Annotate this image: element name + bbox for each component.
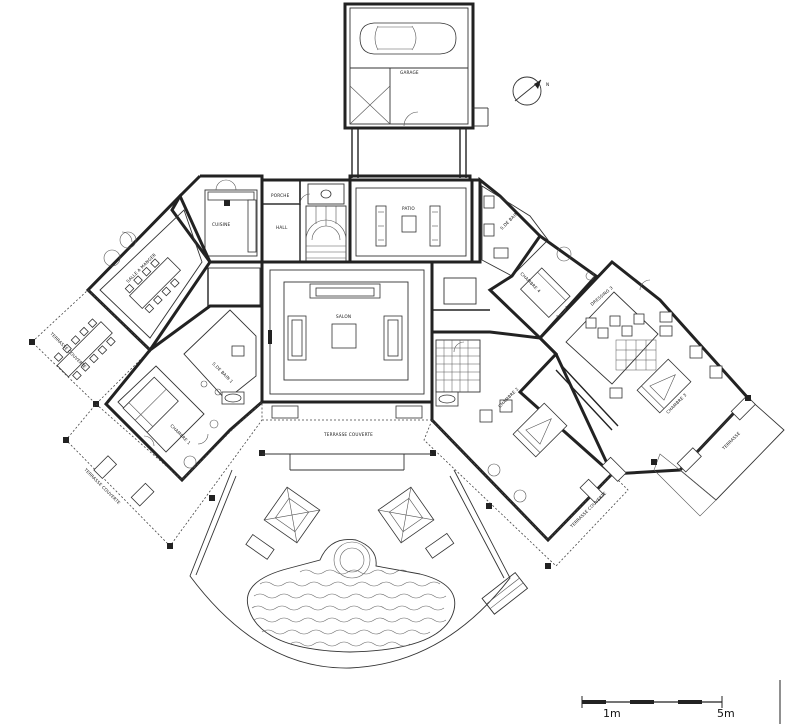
label-terrasse-main: TERRASSE COUVERTE bbox=[323, 432, 373, 437]
label-terrasse-se: TERRASSE COUVERTE bbox=[568, 490, 607, 529]
scale-label-5m: 5m bbox=[717, 707, 735, 720]
dressing-racks bbox=[585, 311, 673, 339]
scale-bar: 1m 5m bbox=[581, 680, 781, 724]
pool-deck bbox=[189, 469, 529, 669]
label-patio: PATIO bbox=[402, 206, 415, 211]
label-porche: PORCHE bbox=[271, 193, 290, 198]
label-salon: SALON bbox=[336, 314, 351, 319]
car-icon bbox=[359, 22, 457, 55]
label-chambre-1: CHAMBRE 1 bbox=[169, 423, 192, 446]
label-hall: HALL bbox=[276, 225, 288, 230]
label-sdb-4: S.DE BAIN bbox=[499, 211, 519, 231]
label-sdb-1: S.DE BAIN 1 bbox=[211, 361, 234, 384]
label-terrasse-e: TERRASSE bbox=[720, 431, 741, 452]
pool-water bbox=[251, 541, 447, 647]
door-swings bbox=[121, 231, 651, 447]
right-wing: S.DE BAIN CHAMBRE 4 bbox=[423, 176, 785, 569]
central-core: PATIO PORCHE HALL SALON bbox=[170, 174, 480, 404]
label-garage: GARAGE bbox=[400, 70, 419, 75]
left-wing: SALLE A MANGER TERRASSE COUVERTE bbox=[29, 193, 264, 549]
tile-grid bbox=[436, 340, 480, 392]
north-arrow-icon: N bbox=[512, 76, 549, 106]
north-label: N bbox=[546, 82, 549, 87]
scale-label-1m: 1m bbox=[603, 707, 621, 720]
label-cuisine: CUISINE bbox=[212, 222, 230, 227]
main-terrace: TERRASSE COUVERTE bbox=[259, 401, 436, 471]
garage: GARAGE bbox=[343, 2, 489, 130]
